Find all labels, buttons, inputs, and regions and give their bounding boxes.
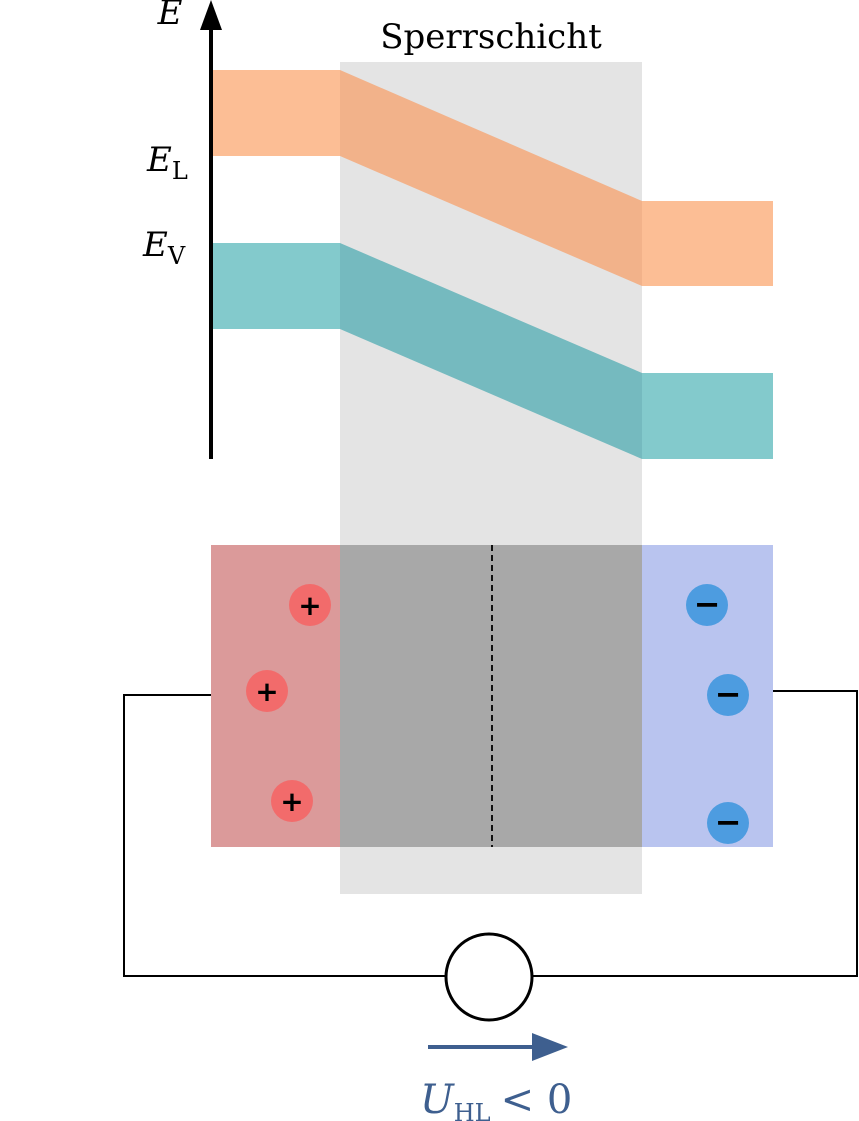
svg-text:−: − <box>715 803 742 841</box>
circuit-wire <box>123 690 858 977</box>
voltage-source-icon <box>444 932 534 1022</box>
depletion-region-label: Sperrschicht <box>380 17 602 57</box>
valence-band <box>211 243 773 459</box>
negative-charge: − <box>707 674 749 716</box>
voltage-label: UHL< 0 <box>420 1077 572 1121</box>
valence-band-label: EV <box>142 225 186 270</box>
energy-axis <box>200 0 222 459</box>
svg-text:+: + <box>255 675 278 708</box>
svg-text:+: + <box>280 785 303 818</box>
svg-text:−: − <box>694 585 721 623</box>
negative-charge: − <box>686 584 728 626</box>
positive-charge: + <box>271 780 313 822</box>
positive-charge: + <box>289 584 331 626</box>
svg-text:−: − <box>715 675 742 713</box>
energy-axis-label: E <box>157 0 183 33</box>
negative-charge: − <box>707 802 749 844</box>
positive-charge: + <box>246 670 288 712</box>
svg-text:+: + <box>298 589 321 622</box>
conduction-band <box>211 70 773 286</box>
conduction-band-label: EL <box>146 140 188 185</box>
voltage-arrow-icon <box>428 1033 568 1061</box>
